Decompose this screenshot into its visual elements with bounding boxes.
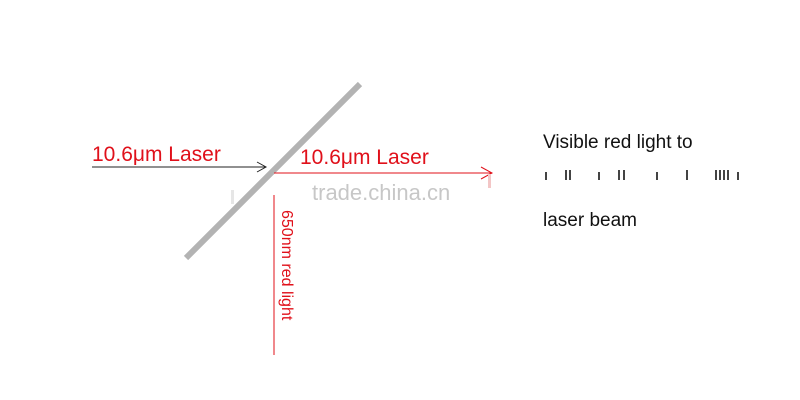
outgoing-laser-label: 10.6μm Laser — [300, 146, 429, 169]
text-fragment — [686, 170, 688, 180]
description-line-1: Visible red light to — [543, 132, 693, 153]
description-line-3: laser beam — [543, 210, 637, 231]
text-fragment — [623, 170, 625, 180]
watermark-text: trade.china.cn — [312, 180, 450, 205]
outgoing-arrowhead — [480, 166, 494, 180]
beam-marker — [488, 174, 491, 188]
beam-marker — [231, 190, 234, 204]
text-fragment — [719, 170, 721, 180]
text-fragment — [656, 172, 658, 180]
text-fragment — [737, 172, 739, 180]
text-fragment — [723, 170, 725, 180]
text-fragment — [569, 170, 571, 180]
mirror — [183, 81, 363, 261]
text-fragment — [727, 170, 729, 180]
red-light-label: 650nm red light — [278, 210, 295, 321]
description-line-2-obscured — [543, 166, 763, 192]
text-fragment — [598, 172, 600, 180]
text-fragment — [565, 170, 567, 180]
incoming-arrowhead — [256, 161, 268, 173]
incoming-laser-label: 10.6μm Laser — [92, 143, 221, 166]
text-fragment — [545, 172, 547, 180]
text-fragment — [618, 170, 620, 180]
text-fragment — [715, 170, 717, 180]
